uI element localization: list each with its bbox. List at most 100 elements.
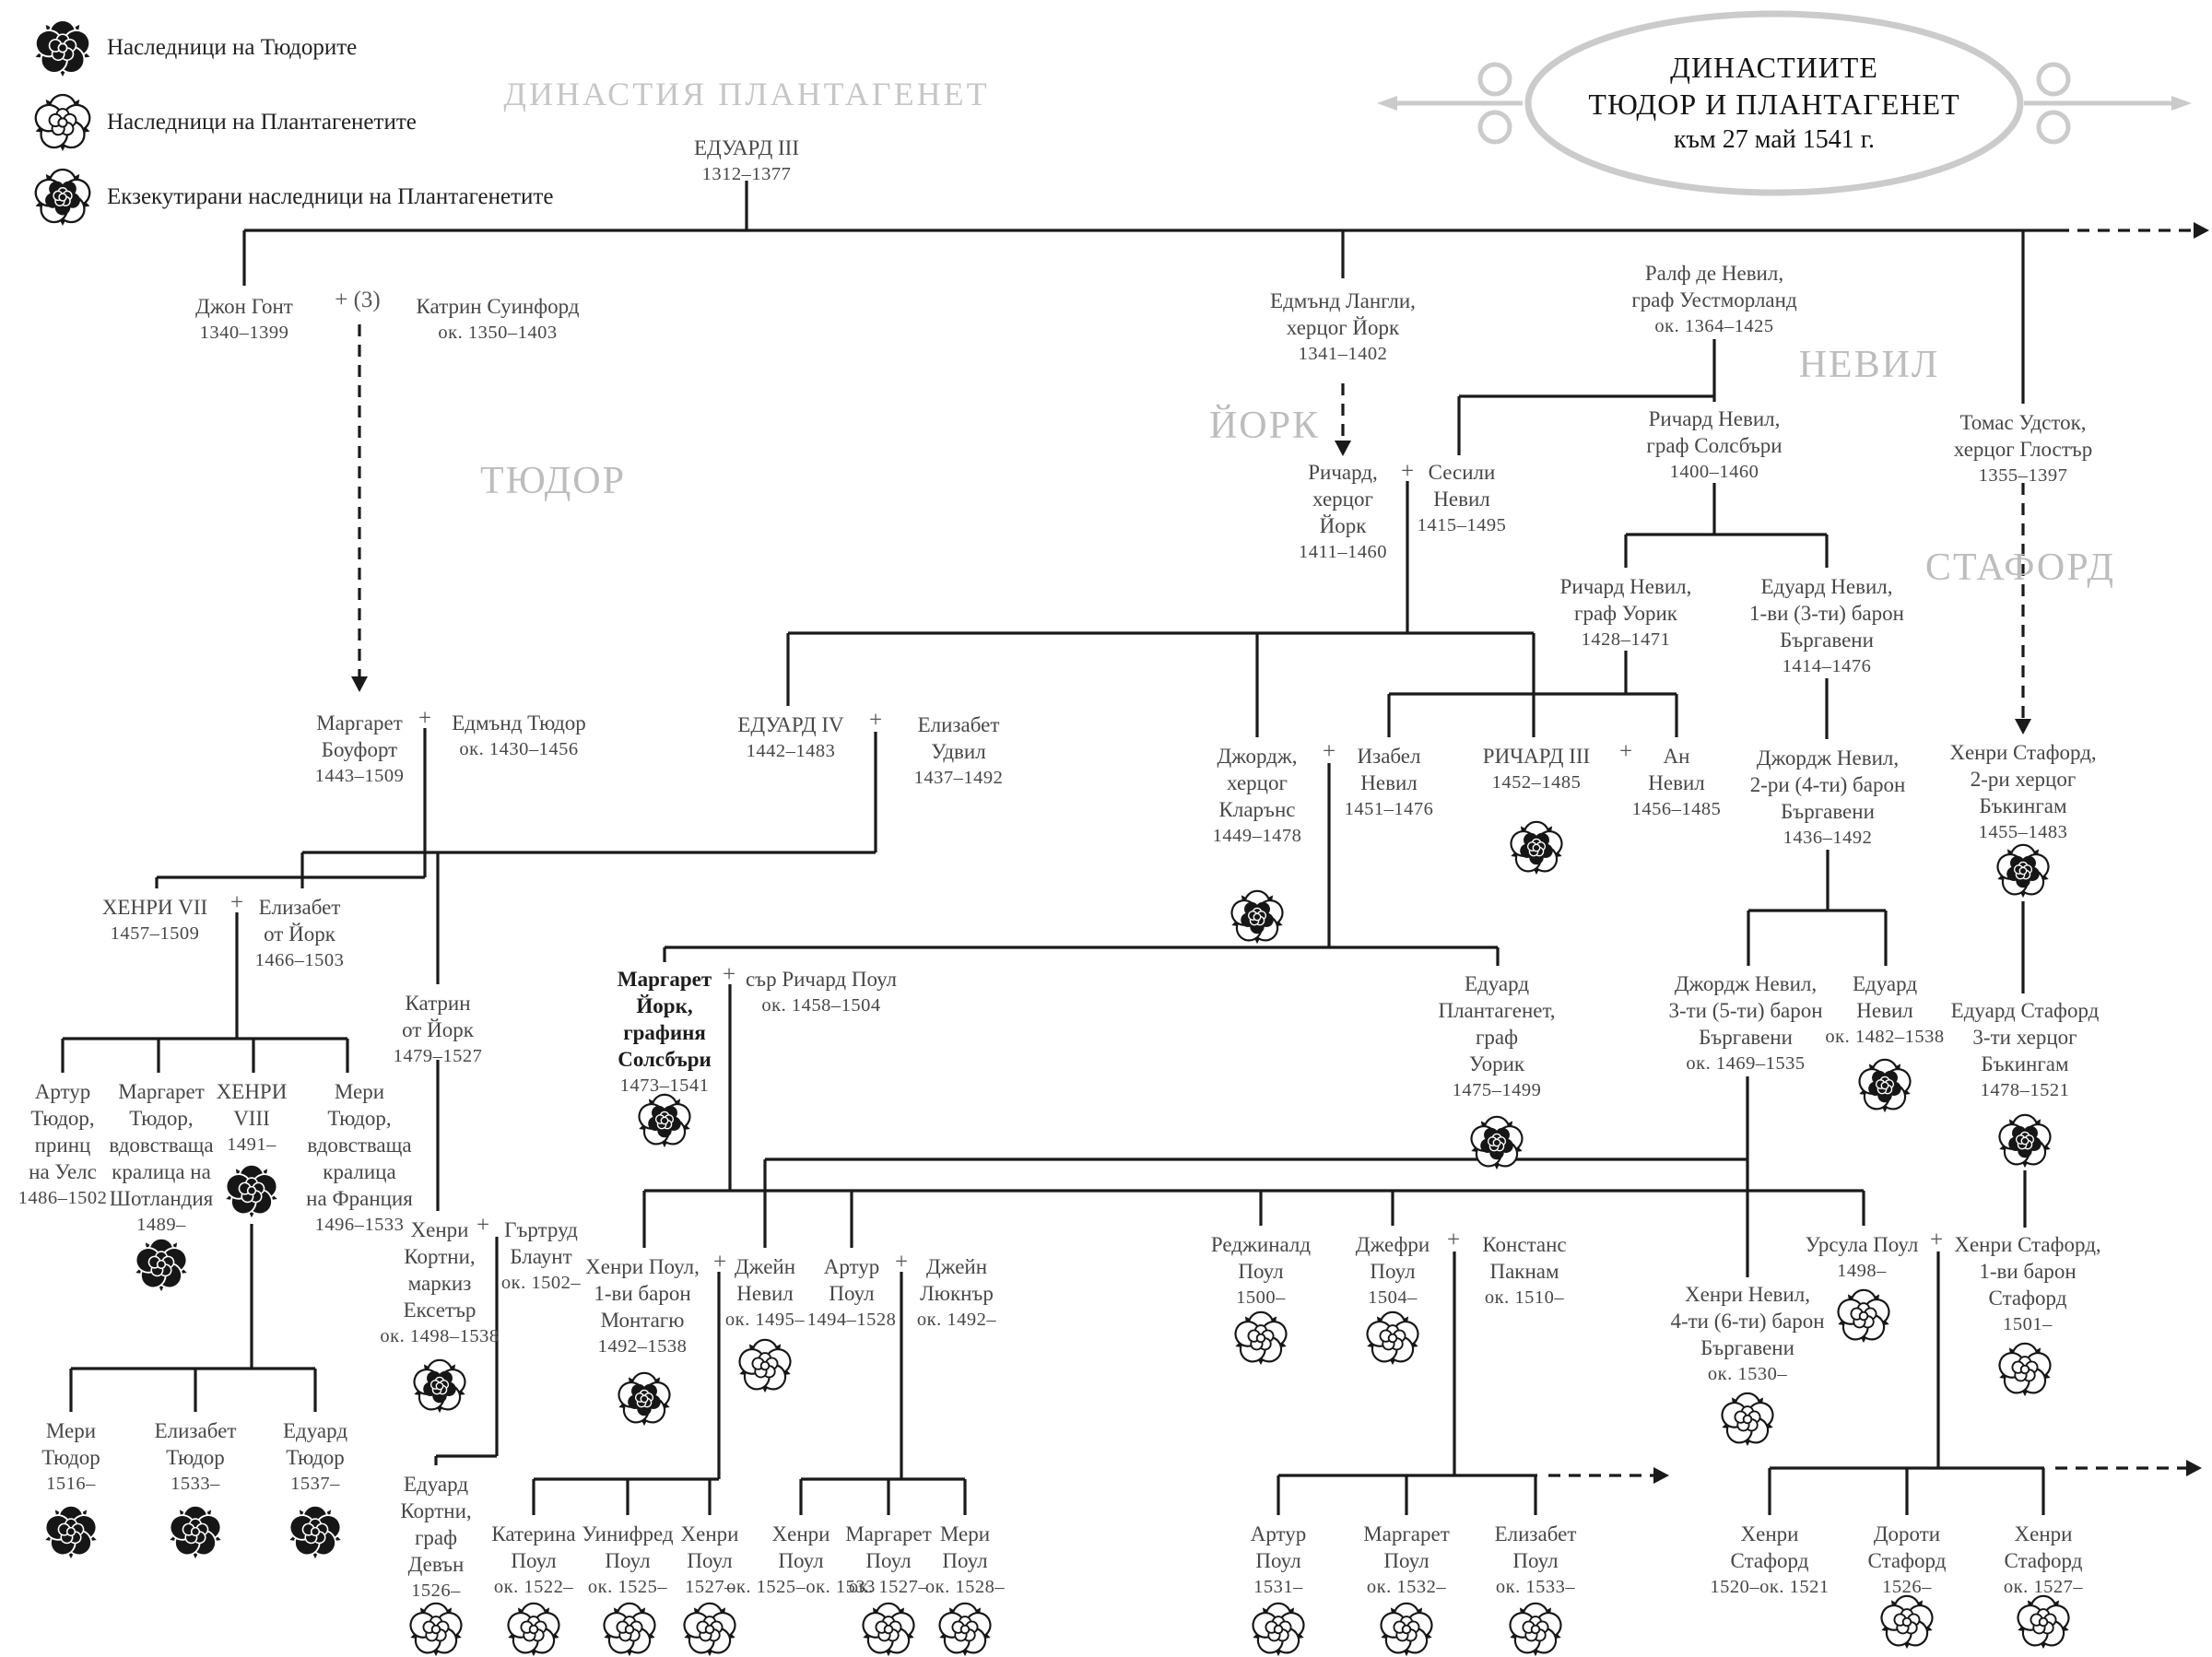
person-dates: 1491– [227, 1134, 276, 1155]
person-name-line: херцог Йорк [1286, 316, 1400, 339]
person-name-line: Йорк, [636, 994, 693, 1017]
person-dates: 1466–1503 [254, 950, 345, 970]
person-dates: ок. 1495– [724, 1310, 806, 1330]
person-dates: 1473–1541 [619, 1075, 710, 1096]
legend-label: Наследници на Тюдорите [107, 35, 358, 60]
person-name-line: Поул [687, 1549, 733, 1572]
plantagenet-rose-icon [409, 1602, 463, 1657]
person-dates: 1457–1509 [110, 923, 200, 944]
person-dates: 1526– [411, 1581, 461, 1601]
person-dates: 1428–1471 [1581, 629, 1671, 650]
person-dates: 1537– [290, 1474, 340, 1494]
marriage-plus: + [894, 1250, 909, 1275]
person-name-line: Урсула Поул [1805, 1233, 1919, 1256]
arrowhead-icon [1335, 441, 1351, 456]
person-name-line: Едуард [403, 1473, 469, 1496]
person-name-line: маркиз [407, 1272, 472, 1295]
person-name-line: кралица [323, 1160, 396, 1183]
person-name-line: Маргарет [1363, 1522, 1450, 1545]
person-name-line: кралица на [112, 1160, 211, 1183]
person-name-line: ХЕНРИ VII [101, 896, 208, 919]
person-name-line: Тюдор [41, 1446, 100, 1469]
heir-rose-executed [636, 1092, 693, 1149]
person-dates: 1411–1460 [1299, 542, 1387, 562]
person-dates: 1443–1509 [314, 766, 405, 786]
person-name-line: Бъргавени [1780, 629, 1874, 652]
person-dates: ок. 1532– [1366, 1577, 1447, 1597]
marriage-plus: + [1618, 739, 1633, 764]
executed-rose-icon [1998, 1113, 2052, 1169]
person-name-line: на Франция [306, 1187, 413, 1210]
person-name-line: Хенри [680, 1522, 739, 1545]
person-name-line: Маргарет [118, 1080, 205, 1103]
person-name-line: Бъргавени [1700, 1336, 1794, 1359]
dynasty-label-стафорд: СТАФОРД [1924, 546, 2116, 589]
person-dates: 1400–1460 [1669, 462, 1759, 482]
person-dates: 1489– [136, 1215, 186, 1235]
person-name-line: Поул [829, 1282, 875, 1305]
person-name-line: Люкнър [920, 1282, 994, 1305]
heir-rose-plantagenet [2015, 1593, 2072, 1651]
person-name-line: Пакнам [1489, 1260, 1559, 1283]
person-name-line: на Уелс [29, 1160, 97, 1183]
person-name-line: Маргарет [845, 1522, 932, 1545]
executed-rose-icon [22, 167, 103, 228]
person-dates: 1442–1483 [746, 741, 836, 761]
person-dates: 1479–1527 [393, 1046, 483, 1066]
person-dates: 1496–1533 [314, 1215, 405, 1235]
person-name-line: 1-ви барон [1979, 1260, 2077, 1283]
marriage-plus: + [1400, 459, 1415, 484]
person-john-gaunt: Джон Гонт 1340–1399 [195, 293, 293, 347]
person-name-line: Маргарет [316, 711, 403, 734]
person-dates: ок. 1502– [500, 1273, 582, 1293]
plantagenet-rose-icon [22, 92, 103, 153]
person-name-line: принц [34, 1134, 91, 1157]
person-name-line: Констанс [1482, 1233, 1567, 1256]
person-name-line: Мери [939, 1522, 991, 1545]
person-name-line: Невил [1360, 771, 1418, 794]
plantagenet-rose-icon [34, 93, 91, 152]
person-dates: ок. 1527– [848, 1577, 929, 1597]
marriage-plus: + [722, 962, 736, 987]
person-name-line: Поул [778, 1549, 824, 1572]
person-name-line: Ан [1663, 745, 1690, 768]
heir-rose-plantagenet [1719, 1391, 1776, 1448]
person-name-line: Изабел [1357, 745, 1421, 768]
person-dates: 1449–1478 [1212, 826, 1302, 846]
person-dates: 1494–1528 [806, 1310, 897, 1330]
person-name-line: Джон Гонт [195, 295, 293, 318]
executed-rose-icon [1230, 889, 1284, 945]
heir-rose-plantagenet [1250, 1601, 1307, 1657]
heir-rose-plantagenet [601, 1601, 658, 1657]
person-name-line: Тюдор, [30, 1107, 95, 1130]
person-dates: 1340–1399 [199, 323, 289, 343]
heir-rose-plantagenet [1996, 1341, 2053, 1398]
plantagenet-rose-icon [1366, 1310, 1419, 1366]
person-name-line: Уорик [1468, 1052, 1525, 1075]
arrowhead-icon [2015, 719, 2031, 734]
person-dates: 1516– [46, 1474, 96, 1494]
person-name-line: херцог [1227, 771, 1288, 794]
person-name-line: Поул [605, 1549, 651, 1572]
heir-rose-executed [1468, 1114, 1525, 1171]
person-name-line: Реджиналд [1210, 1233, 1312, 1256]
person-name-line: 2-ри (4-ти) барон [1749, 773, 1906, 796]
marriage-plus: + (3) [335, 288, 381, 312]
